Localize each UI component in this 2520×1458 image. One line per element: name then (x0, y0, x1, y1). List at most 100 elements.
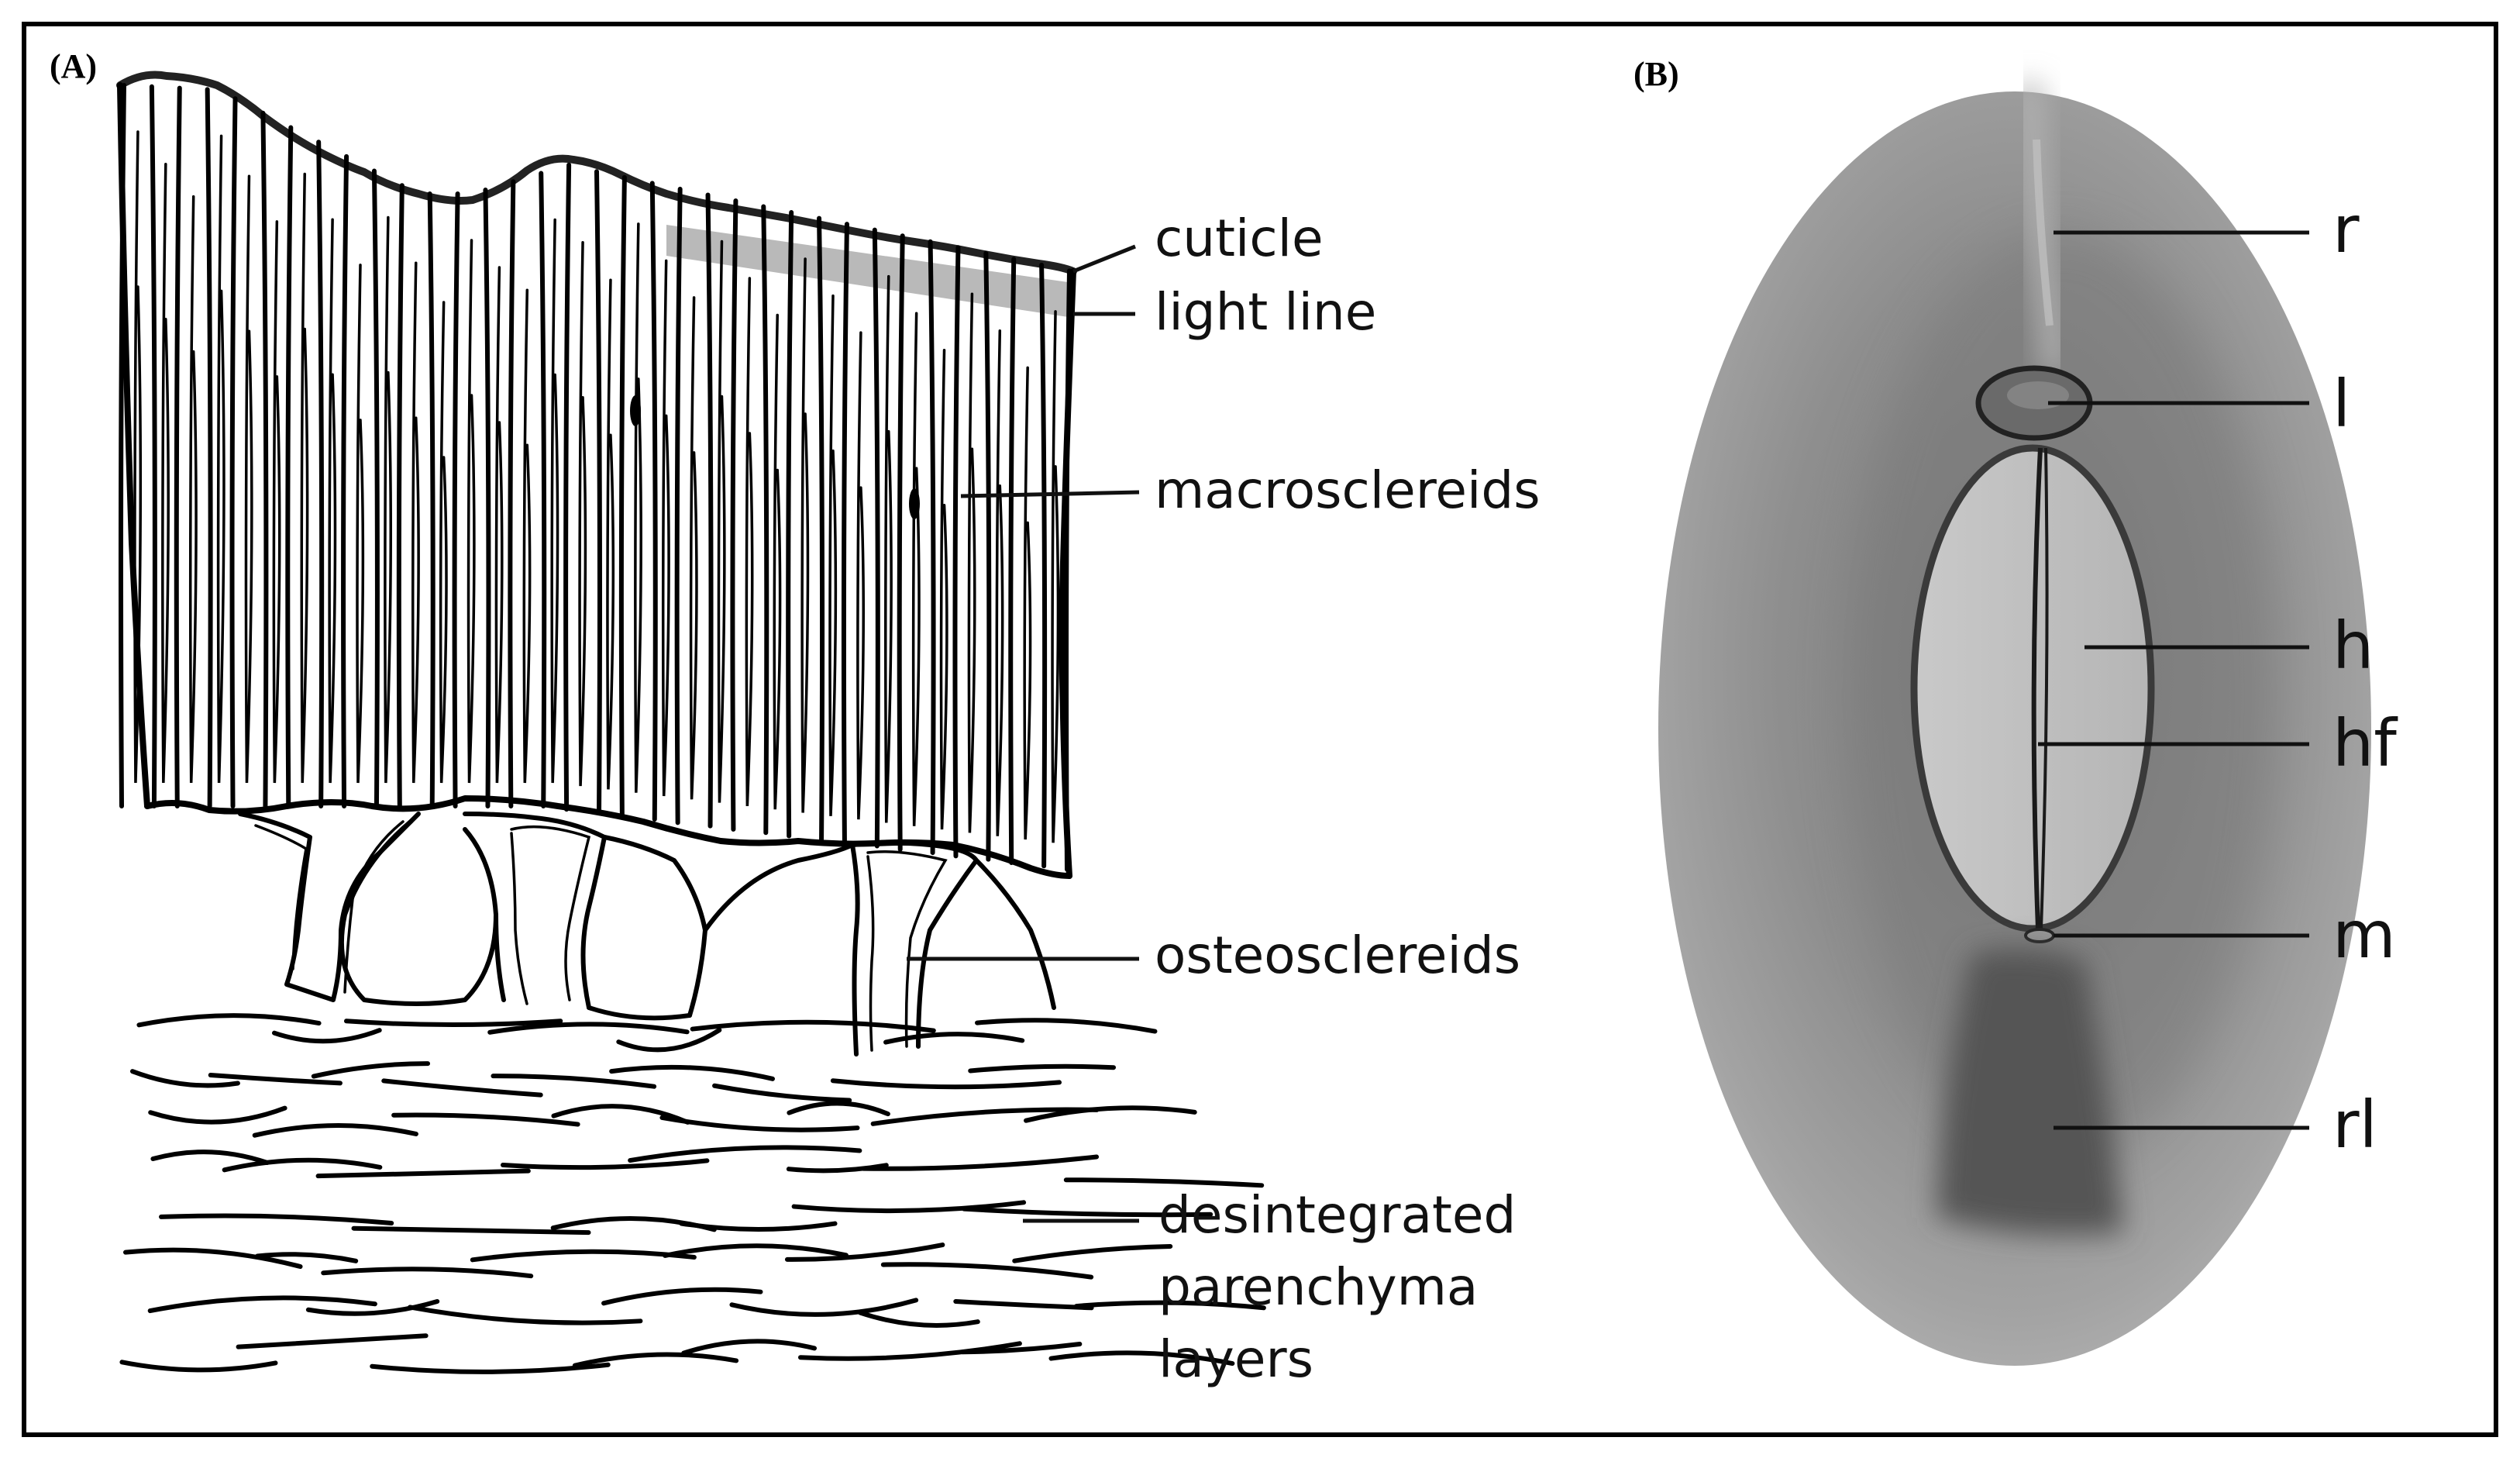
macrosclereid-wall (705, 192, 714, 829)
micropyle (2024, 928, 2055, 943)
parenchyma-fiber (370, 1362, 611, 1374)
macrosclereid-lumen (939, 348, 948, 830)
parenchyma-fiber (880, 1262, 1094, 1280)
parenchyma-fiber (252, 1122, 418, 1138)
parenchyma-label-line2: parenchyma (1158, 1257, 1478, 1317)
macrosclereid-lumen (384, 215, 393, 784)
macrosclereid-lumen (773, 313, 782, 810)
parenchyma-fiber (857, 1310, 980, 1328)
macrosclereid-wall (205, 87, 213, 808)
macrosclereid-wall (229, 96, 238, 808)
parenchyma-fiber (381, 1078, 543, 1098)
cuticle-leader (1072, 244, 1136, 274)
parenchyma-fiber (960, 1341, 1083, 1355)
macrosclereid-lumen (856, 331, 865, 820)
macrosclereid-wall (928, 239, 936, 856)
parenchyma-fiber (870, 1107, 1100, 1126)
parenchyma-fiber (150, 1150, 270, 1165)
radicle-lobe (1937, 949, 2123, 1235)
nucleus (909, 488, 920, 519)
macrosclereid-lumen (1051, 310, 1060, 843)
macrosclereid-wall (396, 183, 405, 808)
parenchyma-fiber (470, 1249, 697, 1263)
parenchyma-label-line3: layers (1158, 1329, 1313, 1389)
parenchyma-fiber (659, 1115, 860, 1132)
parenchyma-fiber (1048, 1350, 1235, 1367)
macrosclereid-lumen (133, 130, 143, 784)
parenchyma-fiber (729, 1298, 919, 1317)
macrosclereid-lumen (745, 277, 754, 806)
macrosclereid-wall (897, 233, 905, 852)
macrosclereid-lumen (439, 301, 448, 784)
macrosclereid-lumen (356, 264, 365, 784)
parenchyma-fiber (148, 1105, 287, 1125)
macrosclereid-lumen (828, 294, 838, 816)
h-label: h (2332, 608, 2374, 684)
macrosclereid-wall (983, 250, 992, 862)
parenchyma-fiber (883, 1032, 1025, 1045)
macrosclereid-wall (674, 186, 683, 826)
panel-a-letter: (A) (50, 47, 97, 85)
macrosclereid-wall (452, 191, 460, 808)
macrosclereid-lumen (328, 218, 337, 784)
parenchyma-fiber (408, 1305, 643, 1325)
macrosclereid-wall (427, 191, 435, 808)
parenchyma-fiber (501, 1158, 710, 1170)
parenchyma-fiber (860, 1154, 1100, 1171)
macrosclereid-lumen (911, 312, 921, 826)
macrosclereid-lumen (300, 172, 309, 784)
macrosclereid-wall (761, 204, 769, 836)
macrosclereid-wall (1039, 262, 1048, 869)
macrosclereid-wall (260, 110, 269, 808)
parenchyma-fiber (119, 1360, 278, 1373)
parenchyma-fiber (1012, 1243, 1173, 1263)
parenchyma-fiber (1074, 1300, 1266, 1311)
macrosclereid-lumen (244, 174, 253, 784)
macrosclereid-columns (119, 83, 1072, 872)
parenchyma-fiber (159, 1213, 394, 1226)
parenchyma-fiber (784, 1243, 945, 1262)
hilar-fissure (2031, 447, 2043, 929)
parenchyma-fiber (1063, 1177, 1265, 1188)
parenchyma-fiber (236, 1333, 429, 1349)
parenchyma-fiber (830, 1078, 1062, 1090)
parenchyma-fiber (787, 1101, 890, 1117)
macrosclereids-label: macrosclereids (1155, 460, 1541, 520)
parenchyma-fiber (962, 1206, 1214, 1218)
macrosclereids-leader (960, 490, 1140, 498)
macrosclereid-wall (316, 140, 325, 808)
macrosclereid-wall (952, 245, 961, 859)
parenchyma-fiber (343, 1019, 563, 1027)
parenchyma-fiber (315, 1168, 531, 1179)
parenchyma-fiber (663, 1243, 849, 1258)
parenchyma-fiber (351, 1225, 591, 1236)
figure-frame (22, 22, 2498, 1437)
hf-label: hf (2332, 705, 2398, 781)
parenchyma-fiber (616, 1027, 722, 1053)
nucleus (630, 395, 641, 426)
macrosclereid-wall (872, 227, 880, 849)
macrosclereid-lumen (1023, 366, 1032, 840)
macrosclereid-lumen (800, 257, 810, 813)
macrosclereid-wall (149, 84, 157, 808)
parenchyma-fiber (1024, 1105, 1197, 1123)
macrosclereid-lumen (689, 296, 698, 800)
parenchyma-fiber (222, 1157, 383, 1173)
macrosclereid-wall (174, 85, 182, 808)
macrosclereid-lumen (522, 288, 532, 784)
macrosclereid-wall (618, 174, 627, 819)
macrosclereid-wall (594, 169, 602, 815)
cuticle-label: cuticle (1155, 209, 1324, 268)
macrosclereid-wall (483, 188, 491, 808)
l-label: l (2332, 366, 2350, 442)
parenchyma-label-line1: desintegrated (1158, 1185, 1516, 1245)
osteosclereids-label: osteosclereids (1155, 925, 1520, 985)
m-label: m (2332, 897, 2396, 973)
macrosclereid-lumen (717, 240, 726, 803)
parenchyma-fiber (968, 1063, 1116, 1074)
parenchyma-fiber (208, 1073, 343, 1086)
macrosclereid-left-edge (117, 82, 150, 809)
parenchyma-fiber (487, 1022, 690, 1035)
parenchyma-fiber (712, 1083, 852, 1103)
